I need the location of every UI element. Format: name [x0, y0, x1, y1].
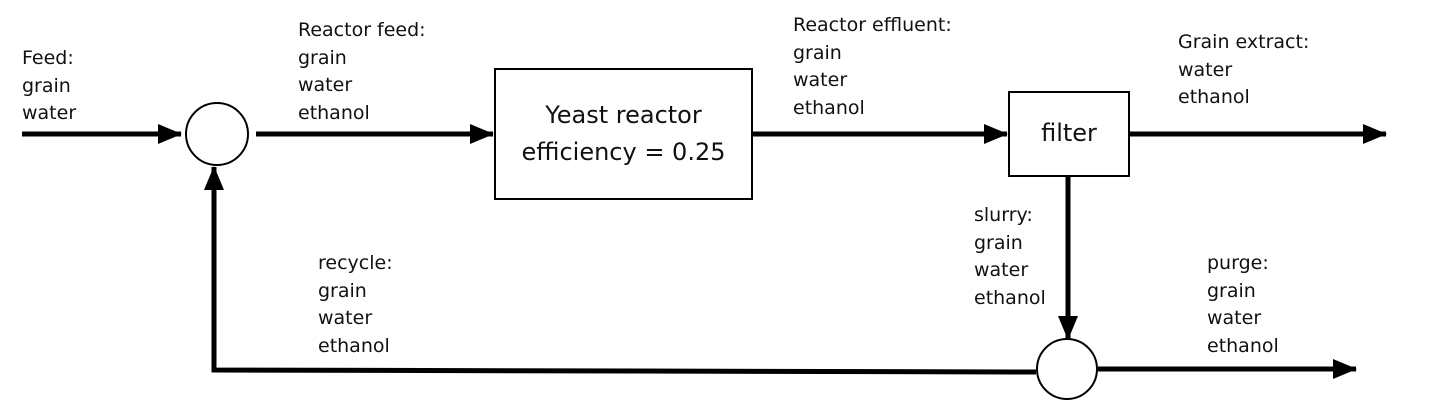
- reactor-effluent-item-grain: grain: [793, 41, 842, 64]
- grain-extract-title: Grain extract:: [1178, 31, 1310, 53]
- yeast-reactor-name: Yeast reactor: [545, 101, 702, 129]
- grain-extract-item-water: water: [1178, 58, 1233, 81]
- filter-name: filter: [1041, 119, 1097, 147]
- reactor-feed-item-water: water: [298, 74, 353, 96]
- feed-item-grain: grain: [22, 74, 71, 97]
- slurry-title: slurry:: [974, 204, 1033, 226]
- yeast-reactor-box: [494, 68, 753, 200]
- reactor-effluent-item-water: water: [793, 69, 848, 91]
- reactor-feed-item-ethanol: ethanol: [298, 101, 370, 124]
- recycle-label: recycle: grain water ethanol: [318, 250, 393, 360]
- yeast-reactor-text: Yeast reactor efficiency = 0.25: [495, 97, 752, 171]
- reactor-feed-title: Reactor feed:: [298, 19, 426, 41]
- reactor-feed-label: Reactor feed: grain water ethanol: [298, 17, 426, 127]
- slurry-item-grain: grain: [974, 231, 1023, 254]
- recycle-item-ethanol: ethanol: [318, 334, 390, 357]
- purge-label: purge: grain water ethanol: [1207, 250, 1279, 360]
- filter-text: filter: [1009, 115, 1129, 152]
- purge-item-water: water: [1207, 307, 1262, 329]
- recycle-item-water: water: [318, 307, 373, 329]
- purge-title: purge:: [1207, 252, 1269, 274]
- reactor-effluent-item-ethanol: ethanol: [793, 96, 865, 119]
- reactor-effluent-title: Reactor effluent:: [793, 14, 952, 36]
- splitter-node: [1036, 338, 1098, 400]
- purge-item-grain: grain: [1207, 279, 1256, 302]
- feed-label: Feed: grain water: [22, 45, 76, 128]
- recycle-arrow: [204, 166, 1037, 375]
- yeast-reactor-efficiency: efficiency = 0.25: [521, 138, 726, 166]
- feed-title: Feed:: [22, 47, 74, 69]
- feed-item-water: water: [22, 102, 77, 124]
- slurry-item-water: water: [974, 259, 1029, 281]
- slurry-item-ethanol: ethanol: [974, 286, 1046, 309]
- mixer-node: [185, 102, 249, 166]
- recycle-item-grain: grain: [318, 279, 367, 302]
- reactor-effluent-label: Reactor effluent: grain water ethanol: [793, 12, 952, 122]
- purge-item-ethanol: ethanol: [1207, 334, 1279, 357]
- grain-extract-item-ethanol: ethanol: [1178, 86, 1250, 108]
- slurry-label: slurry: grain water ethanol: [974, 202, 1046, 312]
- grain-extract-label: Grain extract: water ethanol: [1178, 29, 1309, 112]
- recycle-title: recycle:: [318, 252, 393, 274]
- reactor-feed-item-grain: grain: [298, 46, 347, 69]
